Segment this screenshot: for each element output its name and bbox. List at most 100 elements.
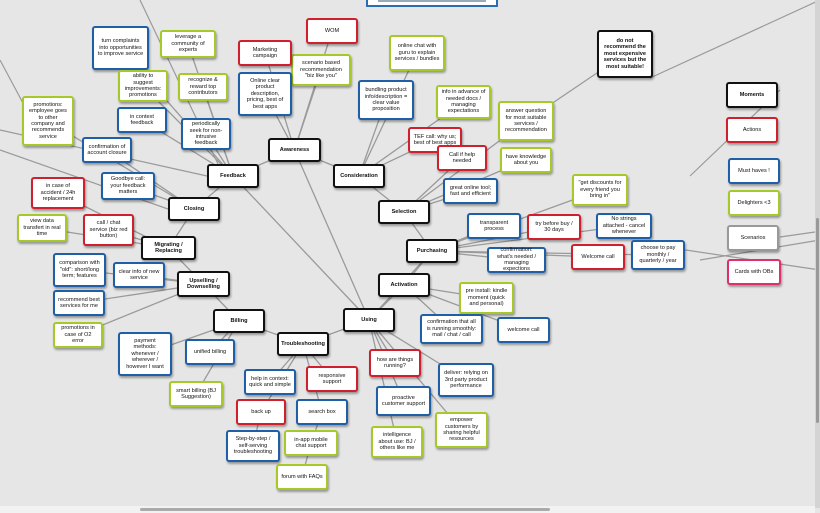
card-online-chat[interactable]: online chat with guru to explain service… [389, 35, 445, 71]
card-have-knowledge[interactable]: have knowledge about you [500, 147, 552, 173]
legend-card-lg-obs[interactable]: Cards with OBs [727, 259, 781, 285]
card-deliver[interactable]: deliver: relying on 3rd party product pe… [438, 363, 494, 397]
moment-card-awareness[interactable]: Awareness [268, 138, 321, 162]
moment-card-feedback[interactable]: Feedback [207, 164, 259, 188]
card-view-data[interactable]: view data transfert in real time [17, 214, 67, 242]
card-info-advance[interactable]: info in advance of needed docs / managin… [436, 85, 491, 119]
moment-card-troubleshooting[interactable]: Troubleshooting [277, 332, 329, 356]
card-text: WOM [324, 27, 340, 34]
horizontal-scrollbar[interactable] [0, 506, 815, 513]
card-text: Must haves ! [738, 167, 770, 174]
card-text: Welcome call [581, 253, 615, 260]
card-text: unified billing [193, 348, 227, 355]
card-payment[interactable]: payment methods: whenever / wherever / h… [118, 332, 172, 376]
card-ability[interactable]: ability to suggest improvements: promoti… [118, 70, 168, 102]
card-text: recommend best services for me [58, 296, 100, 309]
card-bundling[interactable]: bundling product info/description = clea… [358, 80, 414, 120]
moment-card-billing[interactable]: Billing [213, 309, 265, 333]
card-call-chat[interactable]: call / chat service (biz red button) [83, 214, 134, 246]
card-online-clear[interactable]: Online clear product description, pricin… [238, 72, 292, 116]
card-promotions-emp[interactable]: promotions: employee goes to other compa… [22, 96, 74, 146]
card-smart-billing[interactable]: smart billing (BJ Suggestion) [169, 381, 223, 407]
card-answer-question[interactable]: answer question for most suitable servic… [498, 101, 554, 141]
moment-card-using[interactable]: Using [343, 308, 395, 332]
card-forum[interactable]: forum with FAQs [276, 464, 328, 490]
moment-card-purchasing[interactable]: Purchasing [406, 239, 458, 263]
vertical-scrollbar[interactable] [815, 0, 820, 508]
card-text: Purchasing [416, 247, 448, 254]
card-search-box[interactable]: search box [296, 399, 348, 425]
card-comparison[interactable]: comparison with "old": short/long term; … [53, 253, 106, 287]
card-accident[interactable]: in case of accident / 24h replacement [31, 177, 85, 209]
card-responsive[interactable]: responsive support [306, 366, 358, 392]
horizontal-scroll-thumb[interactable] [140, 508, 550, 511]
card-try-before[interactable]: try before buy / 30 days [527, 214, 581, 240]
legend-card-lg-moments[interactable]: Moments [726, 82, 778, 108]
card-how-running[interactable]: how are things running? [369, 349, 421, 377]
card-scenario-biz[interactable]: scenario based recommendation "biz like … [291, 54, 351, 86]
card-recommend-best[interactable]: recommend best services for me [53, 290, 105, 316]
card-text: Activation [390, 281, 418, 288]
card-choose-pay[interactable]: choose to pay monthly / quarterly / year [631, 240, 685, 270]
card-text: call / chat service (biz red button) [89, 220, 128, 240]
card-confirmation-closure[interactable]: confirmation of account closure [82, 137, 132, 163]
card-unified[interactable]: unified billing [185, 339, 235, 365]
card-text: have knowledge about you [505, 153, 547, 166]
legend-card-lg-actions[interactable]: Actions [726, 117, 778, 143]
card-promotions-o2[interactable]: promotions in case of O2 error [53, 322, 103, 348]
card-proactive[interactable]: proactive customer support [376, 386, 431, 416]
card-do-not-recommend[interactable]: do not recommend the most expensive serv… [597, 30, 653, 78]
card-welcome-call-blue[interactable]: welcome call [497, 317, 550, 343]
card-help-context[interactable]: help in context: quick and simple [244, 369, 296, 395]
card-text: Billing [230, 317, 248, 324]
card-no-strings[interactable]: No strings attached - cancel whenever [596, 213, 652, 239]
card-text: confirmation: what's needed / managing e… [496, 247, 536, 273]
card-welcome-call-red[interactable]: Welcome call [571, 244, 625, 270]
card-back-up[interactable]: back up [236, 399, 286, 425]
card-text: proactive customer support [381, 394, 426, 407]
card-step-by-step[interactable]: Step-by-step / self-serving troubleshoot… [226, 430, 280, 462]
card-in-context[interactable]: in context feedback [117, 107, 167, 133]
card-great-tool[interactable]: great online tool; fast and efficient [443, 178, 498, 204]
card-recognize[interactable]: recognize & reward top contributors [178, 73, 228, 101]
card-pre-install[interactable]: pre install: kindle moment (quick and pe… [459, 282, 514, 314]
moment-card-migrating[interactable]: Migrating / Replacing [141, 236, 196, 260]
card-call-if-help[interactable]: Call if help needed [437, 145, 487, 171]
card-marketing[interactable]: Marketing campaign [238, 40, 292, 66]
card-text: promotions: employee goes to other compa… [29, 101, 67, 140]
vertical-scroll-thumb[interactable] [816, 218, 819, 423]
legend-card-lg-delighters[interactable]: Delighters <3 [728, 190, 780, 216]
card-confirmation-needed[interactable]: confirmation: what's needed / managing e… [487, 247, 546, 273]
card-text: do not recommend the most expensive serv… [603, 37, 647, 70]
card-get-discounts[interactable]: "get discounts for every friend you brin… [572, 174, 628, 206]
card-clear-info[interactable]: clear info of new service [113, 262, 165, 288]
legend-card-lg-musthaves[interactable]: Must haves ! [728, 158, 780, 184]
card-leverage[interactable]: leverage a community of experts [160, 30, 216, 58]
card-goodbye[interactable]: Goodbye call: your feedback matters [101, 172, 155, 200]
moment-card-consideration[interactable]: Consideration [333, 164, 385, 188]
card-text: in-app mobile chat support [294, 436, 328, 449]
moment-card-upselling[interactable]: Upselling / Downselling [177, 271, 230, 297]
moment-card-activation[interactable]: Activation [378, 273, 430, 297]
card-text: answer question for most suitable servic… [505, 108, 547, 134]
card-text: in case of accident / 24h replacement [40, 183, 76, 203]
card-text: scenario based recommendation "biz like … [300, 60, 342, 80]
card-intelligence[interactable]: intelligence about use: BJ / others like… [371, 426, 423, 458]
moment-card-selection[interactable]: Selection [378, 200, 430, 224]
card-empower[interactable]: empower customers by sharing helpful res… [435, 412, 488, 448]
card-wom[interactable]: WOM [306, 18, 358, 44]
card-confirmation-running[interactable]: confirmation that all is running smoothl… [420, 314, 483, 344]
card-text: Actions [742, 126, 762, 133]
card-text: Online clear product description, pricin… [246, 77, 284, 110]
card-text: online chat with guru to explain service… [394, 43, 440, 63]
moment-card-closing[interactable]: Closing [168, 197, 220, 221]
legend-card-lg-scenarios[interactable]: Scenarios [727, 225, 779, 251]
card-text: help in context: quick and simple [249, 375, 291, 388]
card-in-app[interactable]: in-app mobile chat support [284, 430, 338, 456]
card-periodically[interactable]: periodically seek for non-intrusive feed… [181, 118, 231, 150]
card-complaints[interactable]: turn complaints into opportunities to im… [92, 26, 149, 70]
card-transparent[interactable]: transparent process [467, 213, 521, 239]
card-text: empower customers by sharing helpful res… [443, 417, 480, 443]
card-text: view data transfert in real time [23, 218, 61, 238]
